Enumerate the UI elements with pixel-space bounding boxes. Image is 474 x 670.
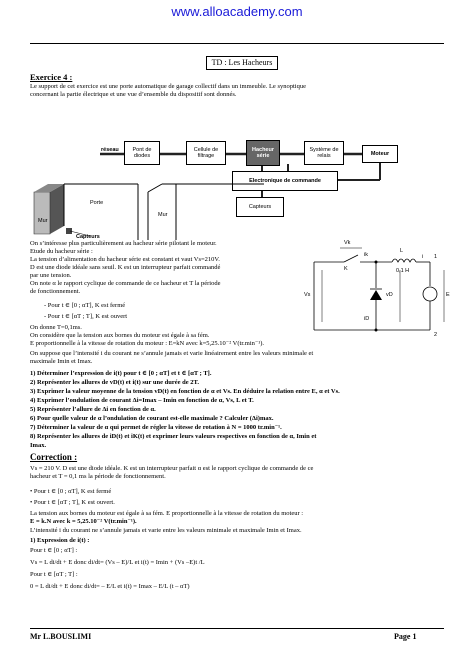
exercise-heading: Exercice 4 : (30, 72, 73, 82)
correction-line-10: Vs = L di/dt + E donc di/dt= (Vs – E)/L … (30, 559, 205, 566)
header-rule (30, 43, 444, 44)
question-1: 1) Déterminer l’expression de i(t) pour … (30, 370, 212, 377)
label-i: i (422, 254, 424, 260)
block-diodes: Pont de diodes (124, 141, 160, 165)
question-4: 4) Exprimer l’ondulation de courant Δi=I… (30, 397, 254, 404)
body-line-6: On note α le rapport cyclique de command… (30, 280, 221, 287)
label-l: L (400, 248, 404, 254)
footer-rule (30, 628, 444, 629)
label-ik: ik (364, 252, 368, 258)
correction-line-8: 1) Expression de i(t) : (30, 537, 90, 544)
mur-label-2: Mur (158, 212, 168, 218)
question-8-cont: Imax. (30, 442, 47, 449)
intro-line-2: concernant la partie électrique et une v… (30, 91, 237, 98)
mur-label-1: Mur (38, 218, 48, 224)
block-electronique: Electronique de commande (232, 171, 338, 191)
block-relais: Système de relais (304, 141, 344, 165)
label-id: iD (364, 316, 370, 322)
label-two: 2 (434, 332, 438, 338)
label-k: K (344, 266, 348, 272)
correction-line-2: hacheur et T = 0,1 ms la période de fonc… (30, 473, 166, 480)
page-title: TD : Les Hacheurs (206, 56, 278, 70)
block-hacheur: Hacheur série (246, 140, 280, 166)
capteurs-label: Capteurs (76, 234, 100, 240)
question-8: 8) Représenter les allures de iD(t) et i… (30, 433, 317, 440)
question-5: 5) Représenter l’allure de Δi en fonctio… (30, 406, 156, 413)
chopper-circuit: Vk ik K L 0,1 H i 1 Vs vD iD E 2 (300, 240, 450, 340)
synoptic-diagram: réseau Pont de diodes Cellule de filtrag… (100, 138, 400, 228)
body-line-9: - Pour t ∈ [αT ; T], K est ouvert (44, 313, 128, 320)
body-line-7: de fonctionnement. (30, 288, 81, 295)
correction-line-5: La tension aux bornes du moteur est égal… (30, 510, 304, 517)
body-line-8-text: Pour t ∈ [0 ; αT], K est fermé (47, 302, 126, 309)
reseau-label: réseau (101, 147, 119, 153)
body-line-11: On considère que la tension aux bornes d… (30, 332, 210, 339)
body-line-4: D est une diode idéale sans seuil. K est… (30, 264, 221, 271)
correction-line-1: Vs = 210 V. D est une diode idéale. K es… (30, 465, 314, 472)
block-moteur: Moteur (362, 145, 398, 163)
garage-scene: Mur Porte Mur Capteurs (28, 178, 268, 240)
circuit-drawing (313, 247, 445, 332)
footer-page: Page 1 (394, 632, 417, 641)
porte-label: Porte (90, 200, 104, 206)
body-line-8: - Pour t ∈ [0 ; αT], K est fermé (44, 302, 126, 309)
body-line-14: maximale Imin et Imax. (30, 358, 93, 365)
correction-line-3: • Pour t ∈ [0 ; αT], K est fermé (30, 488, 112, 495)
label-lval: 0,1 H (396, 268, 410, 274)
body-line-2: Etude du hacheur série : (30, 248, 93, 255)
correction-line-7: L’intensité i du courant ne s’annule jam… (30, 527, 302, 534)
correction-line-11: Pour t ∈ [αT ; T] : (30, 571, 78, 578)
intro-line-1: Le support de cet exercice est une porte… (30, 83, 306, 90)
label-vs: Vs (304, 292, 311, 298)
site-url[interactable]: www.alloacademy.com (171, 4, 303, 19)
body-line-12: E proportionnelle à la vitesse de rotati… (30, 340, 265, 347)
question-6: 6) Pour quelle valeur de α l’ondulation … (30, 415, 274, 422)
label-vd: vD (386, 292, 393, 298)
correction-line-4: • Pour t ∈ [αT ; T], K est ouvert. (30, 499, 115, 506)
garage-drawing (33, 183, 264, 240)
correction-heading: Correction : (30, 452, 78, 462)
label-one: 1 (434, 254, 438, 260)
footer-author: Mr L.BOUSLIMI (30, 632, 92, 641)
question-3: 3) Exprimer la valeur moyenne de la tens… (30, 388, 340, 395)
body-line-3: La tension d’alimentation du hacheur sér… (30, 256, 220, 263)
body-line-5: par une tension. (30, 272, 72, 279)
body-line-1: On s’intéresse plus particulièrement au … (30, 240, 217, 247)
label-vk: Vk (344, 240, 351, 246)
label-e: E (446, 292, 450, 298)
block-capteurs: Capteurs (236, 197, 284, 217)
correction-line-9: Pour t ∈ [0 ; αT] : (30, 547, 78, 554)
correction-line-6: E = k.N avec k = 5,25.10⁻² V(tr.min⁻¹). (30, 518, 137, 525)
body-line-13: On suppose que l’intensité i du courant … (30, 350, 314, 357)
question-2: 2) Représenter les allures de vD(t) et i… (30, 379, 200, 386)
correction-line-12: 0 = L di/dt + E donc di/dt= – E/L et i(t… (30, 583, 190, 590)
body-line-9-text: Pour t ∈ [αT ; T], K est ouvert (47, 313, 128, 320)
body-line-10: On donne T=0,1ms. (30, 324, 82, 331)
question-7: 7) Déterminer la valeur de α qui permet … (30, 424, 282, 431)
block-filtrage: Cellule de filtrage (186, 141, 226, 165)
